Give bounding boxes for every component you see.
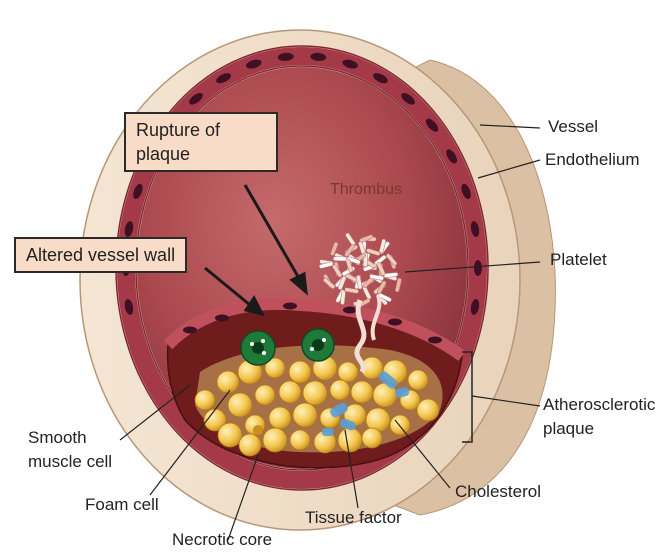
label-muscle-cell: muscle cell <box>28 452 112 472</box>
foam-cell <box>362 428 382 448</box>
foam-cell <box>239 434 261 456</box>
foam-cell <box>217 371 239 393</box>
foam-cell <box>408 370 428 390</box>
label-plaque: plaque <box>543 419 594 439</box>
foam-cell <box>303 381 327 405</box>
label-tissue-factor: Tissue factor <box>305 508 402 528</box>
foam-cell <box>330 380 350 400</box>
foam-cell <box>338 362 358 382</box>
label-cholesterol: Cholesterol <box>455 482 541 502</box>
platelet <box>333 257 347 261</box>
label-necrotic-core: Necrotic core <box>172 530 272 550</box>
smooth-muscle-cell-1 <box>241 331 275 365</box>
callout-altered-vessel-wall: Altered vessel wall <box>14 237 187 273</box>
foam-cell <box>351 381 373 403</box>
callout-rupture-of-plaque: Rupture of plaque <box>124 112 278 172</box>
foam-cell <box>228 393 252 417</box>
foam-cell <box>279 381 301 403</box>
foam-cell <box>263 428 287 452</box>
foam-cell <box>338 428 362 452</box>
foam-cell <box>293 403 317 427</box>
foam-cell <box>289 361 311 383</box>
endothelial-nucleus <box>388 319 402 326</box>
endothelial-nucleus <box>343 307 357 314</box>
foam-cell-nucleus <box>253 425 263 435</box>
foam-cell <box>417 399 439 421</box>
label-vessel: Vessel <box>548 117 598 137</box>
foam-cell <box>195 390 215 410</box>
label-smooth: Smooth <box>28 428 87 448</box>
label-endothelium: Endothelium <box>545 150 640 170</box>
smooth-muscle-cell-2 <box>302 329 334 361</box>
label-atherosclerotic: Atherosclerotic <box>543 395 655 415</box>
foam-cell <box>290 430 310 450</box>
endothelial-nucleus <box>474 260 482 276</box>
foam-cell <box>255 385 275 405</box>
label-thrombus: Thrombus <box>330 180 402 200</box>
label-foam-cell: Foam cell <box>85 495 159 515</box>
callout-rupture-line2: plaque <box>136 142 266 166</box>
foam-cell <box>269 407 291 429</box>
foam-cell <box>218 423 242 447</box>
callout-rupture-line1: Rupture of <box>136 118 266 142</box>
endothelial-nucleus <box>215 315 229 322</box>
foam-cell <box>390 415 410 435</box>
label-platelet: Platelet <box>550 250 607 270</box>
endothelial-nucleus <box>428 337 442 344</box>
endothelial-nucleus <box>283 303 297 310</box>
endothelial-nucleus <box>183 327 197 334</box>
